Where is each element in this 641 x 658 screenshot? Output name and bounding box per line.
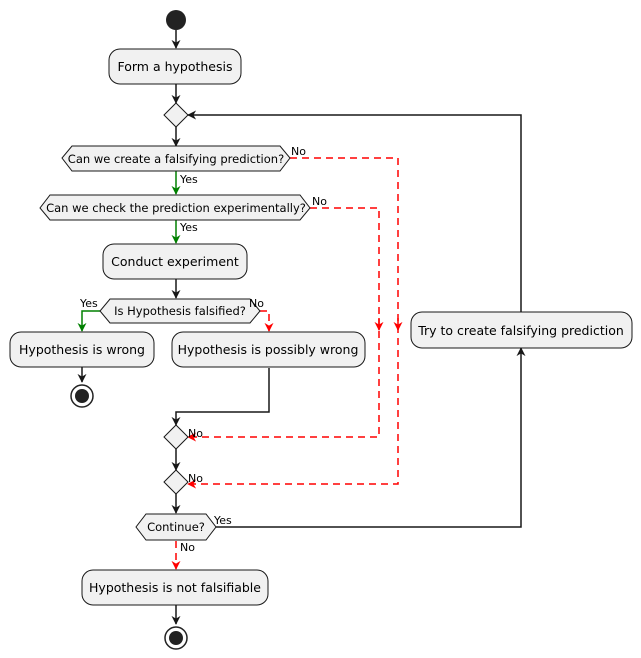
activity-form-hypothesis-label: Form a hypothesis bbox=[117, 59, 232, 74]
start-node bbox=[166, 10, 186, 30]
edge-falsified-no bbox=[260, 310, 274, 332]
activity-not-falsifiable: Hypothesis is not falsifiable bbox=[81, 569, 269, 606]
activity-hypothesis-possibly-wrong-label: Hypothesis is possibly wrong bbox=[178, 342, 359, 357]
label-falsified-no: No bbox=[249, 297, 264, 310]
label-create-no: No bbox=[291, 145, 306, 158]
stop-node-wrong bbox=[70, 384, 94, 408]
edge-possibly-wrong-to-merge bbox=[171, 368, 270, 426]
label-continue-yes: Yes bbox=[213, 514, 232, 527]
label-check-yes: Yes bbox=[179, 221, 198, 234]
loop-merge-diamond bbox=[163, 102, 189, 128]
label-continue-no: No bbox=[180, 541, 195, 554]
edge-falsified-yes bbox=[77, 310, 100, 332]
decision-continue: Continue? bbox=[135, 513, 217, 541]
label-merge2-no: No bbox=[188, 472, 203, 485]
decision-is-falsified-label: Is Hypothesis falsified? bbox=[114, 304, 246, 318]
decision-create-prediction-label: Can we create a falsifying prediction? bbox=[68, 152, 284, 166]
activity-conduct-experiment-label: Conduct experiment bbox=[111, 254, 239, 269]
activity-hypothesis-wrong: Hypothesis is wrong bbox=[9, 331, 155, 368]
decision-check-prediction-label: Can we check the prediction experimental… bbox=[46, 201, 306, 215]
merge-diamond-2 bbox=[163, 469, 189, 495]
activity-hypothesis-possibly-wrong: Hypothesis is possibly wrong bbox=[171, 331, 366, 368]
label-create-yes: Yes bbox=[179, 173, 198, 186]
decision-is-falsified: Is Hypothesis falsified? bbox=[99, 298, 261, 324]
edge-try-back-to-loop bbox=[187, 110, 522, 312]
label-falsified-yes: Yes bbox=[79, 297, 98, 310]
activity-try-create-prediction: Try to create falsifying prediction bbox=[410, 311, 633, 349]
decision-check-prediction: Can we check the prediction experimental… bbox=[39, 194, 311, 221]
activity-hypothesis-wrong-label: Hypothesis is wrong bbox=[19, 342, 145, 357]
activity-not-falsifiable-label: Hypothesis is not falsifiable bbox=[89, 580, 261, 595]
label-merge1-no: No bbox=[188, 427, 203, 440]
activity-conduct-experiment: Conduct experiment bbox=[102, 243, 248, 280]
decision-continue-label: Continue? bbox=[147, 520, 205, 534]
stop-node-final bbox=[164, 626, 188, 650]
activity-form-hypothesis: Form a hypothesis bbox=[108, 48, 242, 85]
edge-continue-yes-loop bbox=[206, 347, 526, 528]
label-check-no: No bbox=[312, 195, 327, 208]
merge-diamond-1 bbox=[163, 424, 189, 450]
decision-create-prediction: Can we create a falsifying prediction? bbox=[61, 145, 291, 172]
activity-try-create-prediction-label: Try to create falsifying prediction bbox=[417, 323, 624, 338]
